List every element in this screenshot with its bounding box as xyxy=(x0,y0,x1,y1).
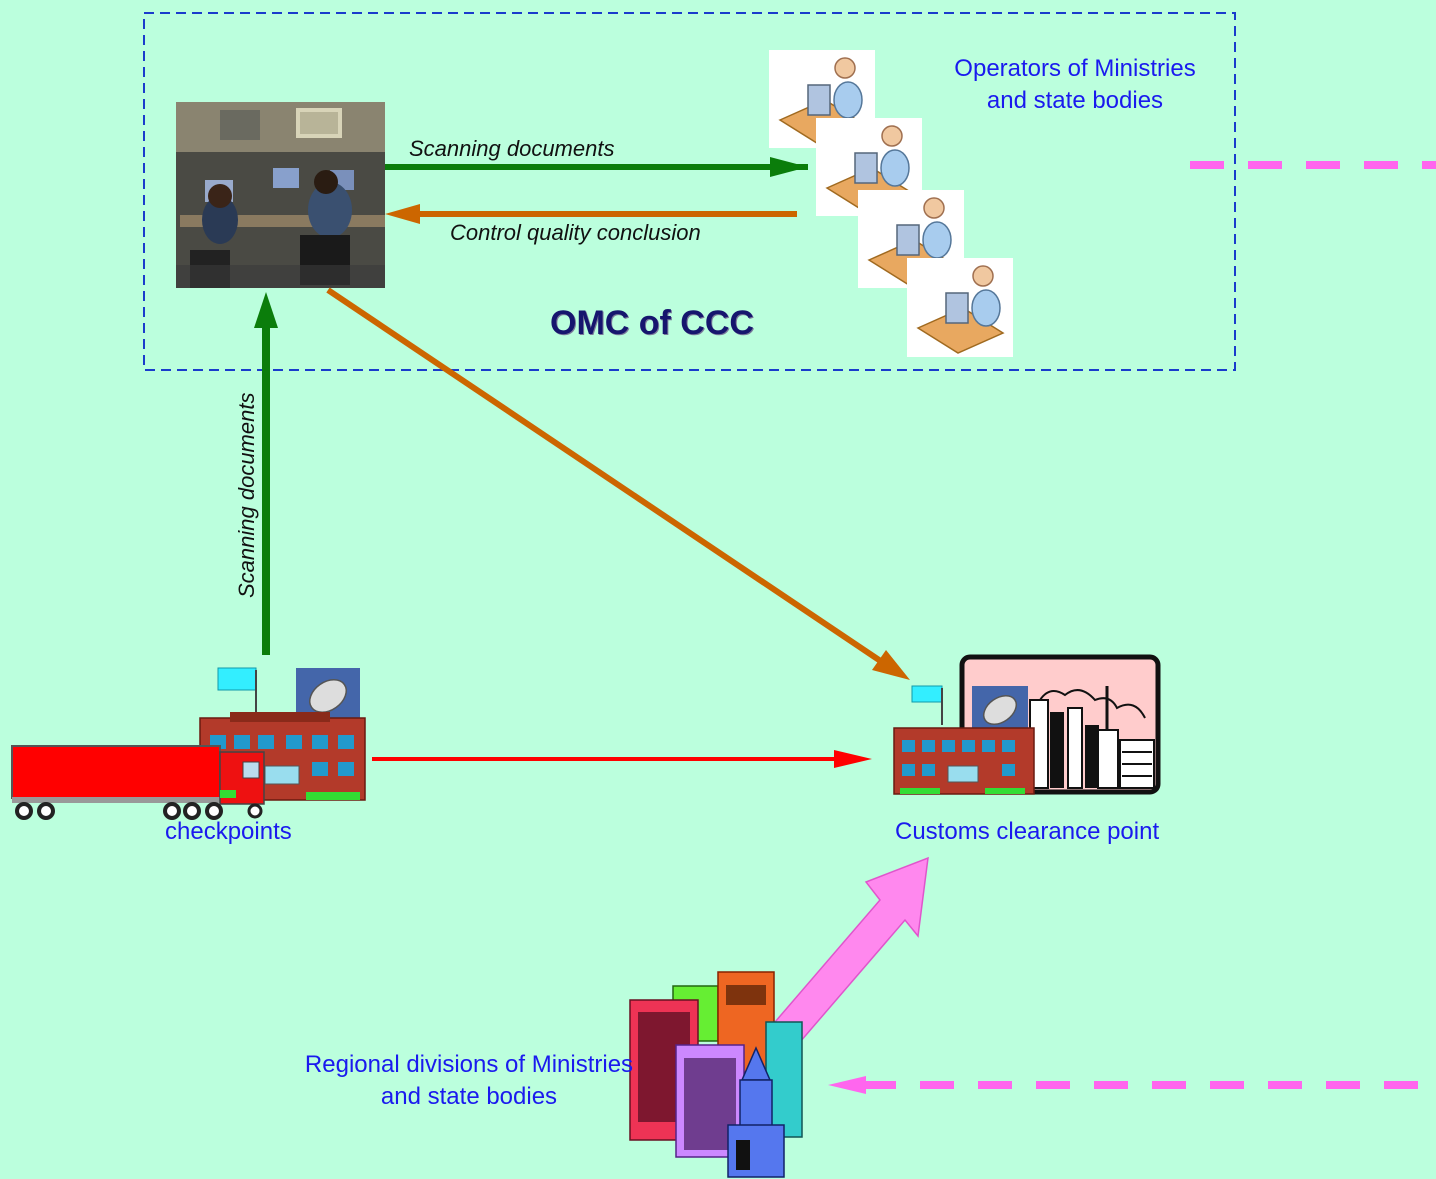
omc-title: OMC of CCC xyxy=(550,304,754,342)
checkpoints-label: checkpoints xyxy=(165,818,292,845)
arrowhead-pink-dashed xyxy=(828,1076,866,1094)
customs-clearance-label: Customs clearance point xyxy=(895,818,1160,845)
regional-buildings-icon xyxy=(629,971,803,1178)
regional-label-line1: Regional divisions of Ministries xyxy=(304,1051,634,1078)
arrowhead-control-quality xyxy=(385,204,420,224)
omc-boundary xyxy=(143,12,1236,371)
scanning-documents-vertical-label: Scanning documents xyxy=(234,392,259,598)
control-quality-label: Control quality conclusion xyxy=(450,220,701,245)
truck-icon xyxy=(11,745,265,820)
arrowhead-scanning-to-operators xyxy=(770,157,808,177)
operator-icon-4 xyxy=(907,258,1013,357)
control-room-photo xyxy=(176,102,385,288)
arrow-omc-to-customs xyxy=(326,287,887,667)
regional-label-line2: and state bodies xyxy=(380,1083,558,1110)
arrowhead-checkpoint-to-omc xyxy=(254,292,278,328)
arrow-regional-to-customs xyxy=(773,856,929,1044)
operators-label: Operators of Ministries and state bodies xyxy=(938,53,1212,117)
operators-label-line1: Operators of Ministries xyxy=(954,55,1196,82)
arrowhead-omc-to-customs xyxy=(872,650,910,680)
customs-building-icon xyxy=(893,654,1161,795)
scanning-documents-top-label: Scanning documents xyxy=(409,136,615,161)
operators-label-line2: and state bodies xyxy=(986,87,1164,114)
regional-label: Regional divisions of Ministries and sta… xyxy=(284,1049,654,1113)
arrowhead-checkpoint-to-customs xyxy=(834,750,872,768)
